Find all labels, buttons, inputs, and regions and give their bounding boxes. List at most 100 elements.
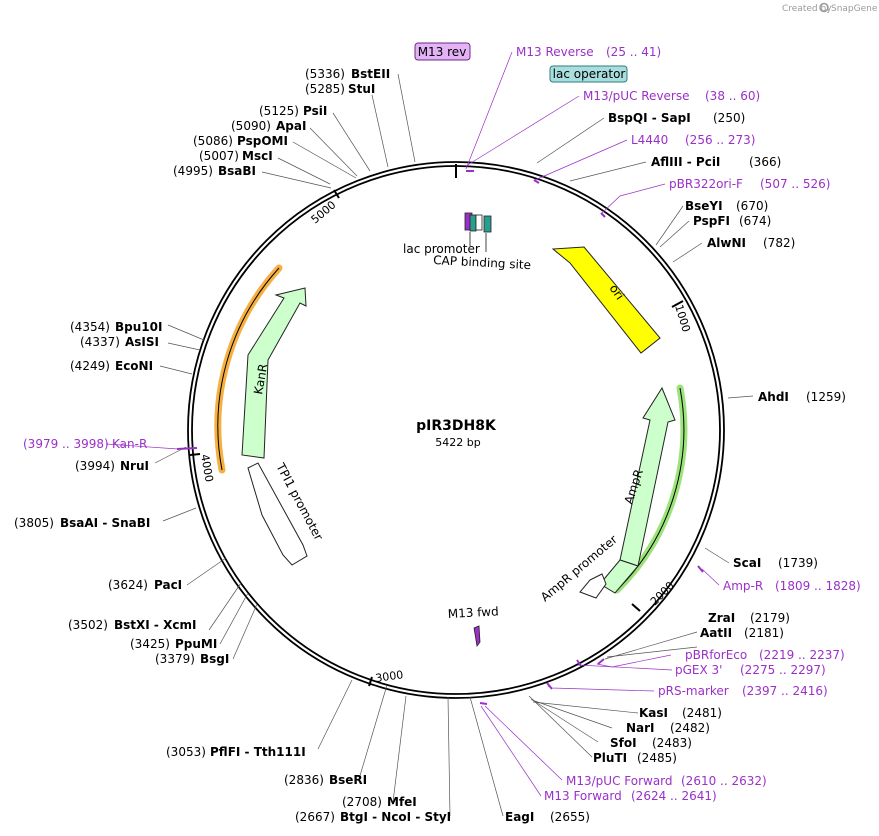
label-sfoi[interactable]: SfoI(2483) bbox=[610, 736, 692, 750]
svg-text:PluTI: PluTI bbox=[593, 751, 627, 765]
svg-text:(3379): (3379) bbox=[155, 652, 195, 666]
tick-label-2000: 2000 bbox=[648, 579, 677, 608]
svg-text:(670): (670) bbox=[736, 199, 768, 213]
label-msci[interactable]: (5007)MscI bbox=[199, 149, 273, 163]
ampr-promoter-label: AmpR promoter bbox=[538, 532, 620, 604]
kanr-feature[interactable]: KanR bbox=[241, 287, 307, 459]
svg-text:BsaBI: BsaBI bbox=[218, 164, 256, 178]
svg-text:(507 .. 526): (507 .. 526) bbox=[760, 177, 830, 191]
label-pflfi[interactable]: (3053)PflFI - Tth111I bbox=[166, 745, 306, 759]
label-pluti[interactable]: PluTI(2485) bbox=[593, 751, 677, 765]
svg-text:AhdI: AhdI bbox=[758, 390, 789, 404]
svg-text:BseYI: BseYI bbox=[685, 199, 723, 213]
label-l4440[interactable]: L4440(256 .. 273) bbox=[631, 133, 755, 147]
svg-text:Bpu10I: Bpu10I bbox=[115, 320, 162, 334]
label-bspqi[interactable]: BspQI - SapI(250) bbox=[608, 111, 745, 125]
lac-promoter-features[interactable] bbox=[464, 212, 492, 252]
svg-text:M13/pUC Forward: M13/pUC Forward bbox=[566, 774, 673, 788]
svg-text:(3425): (3425) bbox=[130, 637, 170, 651]
svg-text:(4995): (4995) bbox=[173, 164, 213, 178]
svg-text:AflIII - PciI: AflIII - PciI bbox=[651, 155, 720, 169]
svg-text:PpuMI: PpuMI bbox=[175, 637, 217, 651]
svg-text:(2481): (2481) bbox=[682, 706, 722, 720]
plasmid-name: pIR3DH8K bbox=[416, 418, 497, 434]
label-apai[interactable]: (5090)ApaI bbox=[231, 119, 306, 133]
label-m13puc-forward[interactable]: M13/pUC Forward(2610 .. 2632) bbox=[566, 774, 767, 788]
ampr-feature[interactable]: AmpR bbox=[599, 386, 676, 594]
svg-text:AatII: AatII bbox=[700, 626, 732, 640]
svg-text:(3502): (3502) bbox=[68, 618, 108, 632]
svg-text:(1259): (1259) bbox=[806, 390, 846, 404]
label-pbrforeco[interactable]: pBRforEco(2219 .. 2237) bbox=[685, 648, 845, 662]
label-eagi[interactable]: EagI(2655) bbox=[505, 810, 590, 824]
svg-text:MscI: MscI bbox=[242, 149, 273, 163]
svg-text:M13 Reverse: M13 Reverse bbox=[516, 45, 594, 59]
label-bsabi[interactable]: (4995) BsaBI bbox=[173, 164, 256, 178]
label-econi[interactable]: (4249)EcoNI bbox=[70, 359, 153, 373]
label-stui[interactable]: (5285)StuI bbox=[305, 82, 375, 96]
label-ppumi[interactable]: (3425) PpuMI bbox=[130, 637, 217, 651]
label-nari[interactable]: NarI(2482) bbox=[626, 721, 710, 735]
m13-rev-box[interactable]: M13 rev bbox=[414, 42, 471, 61]
label-btgi[interactable]: (2667)BtgI - NcoI - StyI bbox=[295, 810, 451, 824]
leader-lines bbox=[105, 51, 754, 817]
svg-text:PspOMI: PspOMI bbox=[237, 134, 288, 148]
svg-text:L4440: L4440 bbox=[631, 133, 668, 147]
m13-fwd-feature[interactable] bbox=[473, 625, 481, 647]
label-m13-reverse[interactable]: M13 Reverse(25 .. 41) bbox=[516, 45, 661, 59]
tpi1-promoter-feature[interactable]: TPI1 promoter bbox=[247, 460, 326, 566]
svg-text:NarI: NarI bbox=[626, 721, 655, 735]
ori-feature[interactable]: ori bbox=[551, 246, 661, 354]
label-scai[interactable]: ScaI (1739) bbox=[733, 556, 818, 570]
kanr-highlight bbox=[214, 264, 283, 474]
label-nrui[interactable]: (3994)NruI bbox=[75, 459, 149, 473]
credit-prefix: Created by bbox=[782, 4, 832, 14]
label-bsaai[interactable]: (3805)BsaAI - SnaBI bbox=[14, 516, 150, 530]
svg-text:BseRI: BseRI bbox=[329, 773, 367, 787]
label-bsgi[interactable]: (3379)BsgI bbox=[155, 652, 229, 666]
label-bseyi[interactable]: BseYI (670) bbox=[685, 199, 768, 213]
cap-site-label: CAP binding site bbox=[433, 253, 531, 272]
label-bstxi[interactable]: (3502)BstXI - XcmI bbox=[68, 618, 196, 632]
label-bpu10i[interactable]: (4354) Bpu10I bbox=[70, 320, 162, 334]
label-aatii[interactable]: AatII (2181) bbox=[700, 626, 784, 640]
svg-text:(5007): (5007) bbox=[199, 149, 239, 163]
label-ahdi[interactable]: AhdI (1259) bbox=[758, 390, 846, 404]
primer-marks bbox=[176, 170, 704, 705]
m13-rev-box-label: M13 rev bbox=[418, 45, 467, 59]
label-mfei[interactable]: (2708)MfeI bbox=[342, 795, 417, 809]
svg-text:(2181): (2181) bbox=[744, 626, 784, 640]
label-kan-r-primer[interactable]: (3979 .. 3998)Kan-R bbox=[23, 437, 147, 451]
label-afliii[interactable]: AflIII - PciI(366) bbox=[651, 155, 781, 169]
svg-text:M13/pUC Reverse: M13/pUC Reverse bbox=[583, 89, 690, 103]
lac-operator-box[interactable]: lac operator bbox=[549, 65, 628, 83]
label-paci[interactable]: (3624)PacI bbox=[108, 578, 182, 592]
label-pgex3[interactable]: pGEX 3'(2275 .. 2297) bbox=[675, 663, 826, 677]
label-psii[interactable]: (5125)PsiI bbox=[259, 104, 327, 118]
m13-fwd-label: M13 fwd bbox=[447, 604, 499, 621]
svg-text:Kan-R: Kan-R bbox=[112, 437, 147, 451]
svg-text:pRS-marker: pRS-marker bbox=[658, 684, 729, 698]
label-pbr322ori-f[interactable]: pBR322ori-F(507 .. 526) bbox=[669, 177, 830, 191]
svg-text:(4354): (4354) bbox=[70, 320, 110, 334]
label-aslsi[interactable]: (4337)AsISI bbox=[80, 335, 159, 349]
label-kasi[interactable]: KasI(2481) bbox=[639, 706, 722, 720]
svg-text:(5285): (5285) bbox=[305, 82, 345, 96]
label-prs-marker[interactable]: pRS-marker(2397 .. 2416) bbox=[658, 684, 828, 698]
label-m13puc-reverse[interactable]: M13/pUC Reverse(38 .. 60) bbox=[583, 89, 760, 103]
svg-text:(1739): (1739) bbox=[778, 556, 818, 570]
svg-text:ScaI: ScaI bbox=[733, 556, 761, 570]
svg-text:BsaAI - SnaBI: BsaAI - SnaBI bbox=[60, 516, 150, 530]
label-bseri[interactable]: (2836)BseRI bbox=[284, 773, 367, 787]
label-alwni[interactable]: AlwNI(782) bbox=[707, 236, 795, 250]
label-bsteii[interactable]: (5336)BstEII bbox=[305, 67, 390, 81]
label-m13-forward[interactable]: M13 Forward(2624 .. 2641) bbox=[544, 789, 717, 803]
svg-text:PacI: PacI bbox=[154, 578, 182, 592]
label-pspomi[interactable]: (5086)PspOMI bbox=[193, 134, 288, 148]
label-zrai[interactable]: ZraI(2179) bbox=[708, 611, 790, 625]
label-amp-r-primer[interactable]: Amp-R(1809 .. 1828) bbox=[723, 579, 861, 593]
svg-text:(3994): (3994) bbox=[75, 459, 115, 473]
ampr-promoter-feature[interactable]: AmpR promoter bbox=[538, 532, 620, 604]
label-pspfi[interactable]: PspFI(674) bbox=[693, 214, 771, 228]
svg-text:(2667): (2667) bbox=[295, 810, 335, 824]
